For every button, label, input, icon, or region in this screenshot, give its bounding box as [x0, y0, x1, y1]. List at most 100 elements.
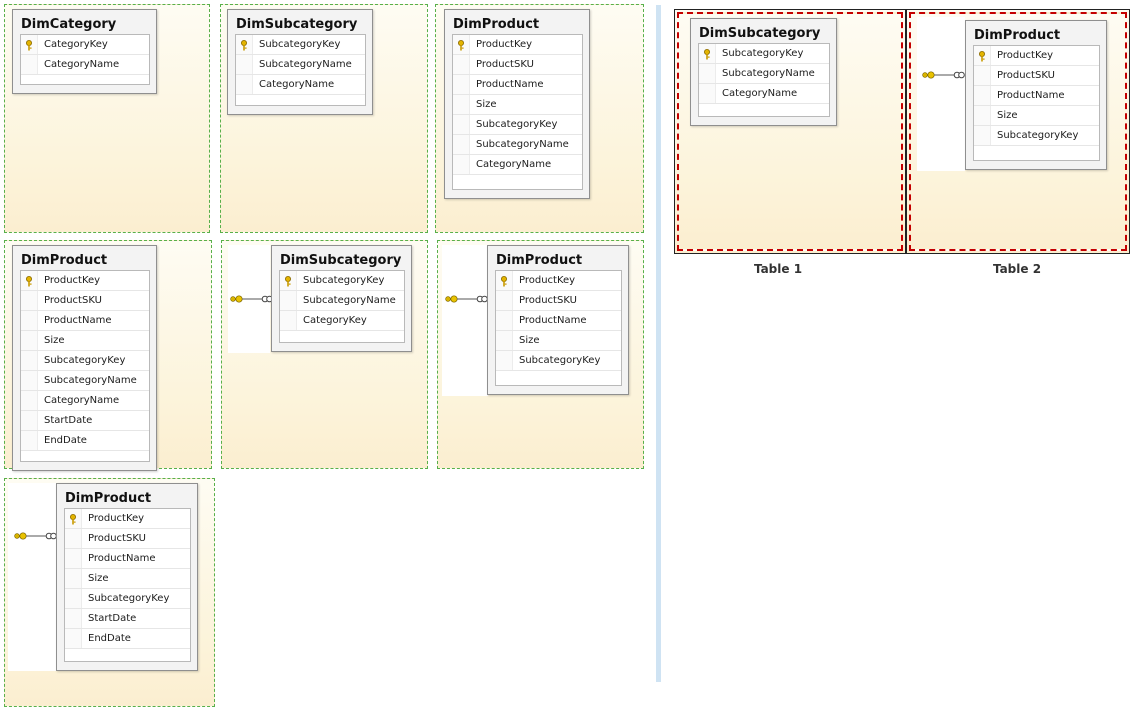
field-row[interactable]: SubcategoryKey: [974, 126, 1099, 146]
table-dimsubcategory[interactable]: DimSubcategory SubcategoryKey Subcategor…: [271, 245, 412, 352]
field-row[interactable]: ProductName: [453, 75, 582, 95]
field-row[interactable]: SubcategoryName: [453, 135, 582, 155]
field-row[interactable]: CategoryName: [236, 75, 365, 95]
field-row[interactable]: SubcategoryName: [699, 64, 829, 84]
field-row[interactable]: CategoryKey: [21, 35, 149, 55]
field-row[interactable]: ProductName: [65, 549, 190, 569]
field-list: ProductKey ProductSKU ProductName Size S…: [495, 270, 622, 386]
table-title: DimCategory: [21, 17, 117, 32]
caption-table-1: Table 1: [753, 262, 803, 276]
field-row[interactable]: ProductSKU: [496, 291, 621, 311]
field-row[interactable]: Size: [496, 331, 621, 351]
table-dimproduct[interactable]: DimProduct ProductKey ProductSKU Product…: [444, 9, 590, 199]
field-row[interactable]: ProductSKU: [65, 529, 190, 549]
field-row[interactable]: Size: [21, 331, 149, 351]
field-name: ProductSKU: [476, 59, 534, 70]
field-name: ProductSKU: [519, 295, 577, 306]
field-name: SubcategoryKey: [303, 275, 385, 286]
table-title: DimSubcategory: [280, 253, 402, 268]
field-name: CategoryName: [722, 88, 798, 99]
field-row[interactable]: SubcategoryKey: [453, 115, 582, 135]
field-row[interactable]: EndDate: [21, 431, 149, 451]
field-row[interactable]: SubcategoryName: [236, 55, 365, 75]
field-row[interactable]: CategoryName: [453, 155, 582, 175]
field-list: ProductKey ProductSKU ProductName Size S…: [64, 508, 191, 662]
field-row[interactable]: CategoryKey: [280, 311, 404, 331]
field-row[interactable]: Size: [65, 569, 190, 589]
field-list: ProductKey ProductSKU ProductName Size S…: [973, 45, 1100, 161]
field-name: ProductName: [519, 315, 587, 326]
field-row[interactable]: StartDate: [21, 411, 149, 431]
field-name: SubcategoryKey: [476, 119, 558, 130]
field-row[interactable]: CategoryName: [699, 84, 829, 104]
canvas-blank: [917, 17, 965, 171]
field-name: EndDate: [44, 435, 87, 446]
field-name: CategoryKey: [303, 315, 367, 326]
field-row[interactable]: SubcategoryKey: [236, 35, 365, 55]
field-row[interactable]: ProductKey: [65, 509, 190, 529]
table-dimproduct[interactable]: DimProduct ProductKey ProductSKU Product…: [965, 20, 1107, 170]
field-row[interactable]: SubcategoryName: [280, 291, 404, 311]
relationship-connector-icon: [445, 295, 488, 303]
primary-key-icon: [979, 51, 985, 62]
table-title: DimSubcategory: [236, 17, 358, 32]
field-name: SubcategoryKey: [88, 593, 170, 604]
field-name: SubcategoryName: [259, 59, 352, 70]
field-row[interactable]: SubcategoryKey: [496, 351, 621, 371]
field-name: ProductName: [44, 315, 112, 326]
field-name: Size: [476, 99, 497, 110]
field-name: Size: [44, 335, 65, 346]
field-list: CategoryKey CategoryName: [20, 34, 150, 85]
field-row[interactable]: SubcategoryKey: [65, 589, 190, 609]
primary-key-icon: [26, 276, 32, 287]
field-row[interactable]: ProductKey: [496, 271, 621, 291]
table-title: DimProduct: [453, 17, 540, 32]
field-name: SubcategoryName: [722, 68, 815, 79]
field-row[interactable]: SubcategoryName: [21, 371, 149, 391]
field-name: ProductName: [997, 90, 1065, 101]
table-dimproduct[interactable]: DimProduct ProductKey ProductSKU Product…: [12, 245, 157, 471]
field-row[interactable]: SubcategoryKey: [21, 351, 149, 371]
field-row[interactable]: ProductName: [21, 311, 149, 331]
field-row[interactable]: EndDate: [65, 629, 190, 649]
field-name: CategoryKey: [44, 39, 108, 50]
field-list: ProductKey ProductSKU ProductName Size S…: [20, 270, 150, 462]
field-row[interactable]: ProductSKU: [453, 55, 582, 75]
field-row[interactable]: CategoryName: [21, 55, 149, 75]
field-row[interactable]: Size: [974, 106, 1099, 126]
table-title: DimProduct: [496, 253, 583, 268]
field-name: SubcategoryKey: [997, 130, 1079, 141]
field-list: SubcategoryKey SubcategoryName CategoryN…: [235, 34, 366, 106]
field-row[interactable]: CategoryName: [21, 391, 149, 411]
field-name: CategoryName: [44, 395, 120, 406]
table-dimsubcategory[interactable]: DimSubcategory SubcategoryKey Subcategor…: [227, 9, 373, 115]
field-name: ProductSKU: [44, 295, 102, 306]
field-row[interactable]: ProductName: [496, 311, 621, 331]
field-row[interactable]: ProductKey: [974, 46, 1099, 66]
field-row[interactable]: StartDate: [65, 609, 190, 629]
field-row[interactable]: ProductName: [974, 86, 1099, 106]
primary-key-icon: [458, 40, 464, 51]
field-row[interactable]: ProductSKU: [21, 291, 149, 311]
field-name: ProductName: [476, 79, 544, 90]
table-dimcategory[interactable]: DimCategory CategoryKey CategoryName: [12, 9, 157, 94]
field-row[interactable]: ProductSKU: [974, 66, 1099, 86]
field-list: SubcategoryKey SubcategoryName CategoryK…: [279, 270, 405, 343]
field-name: CategoryName: [44, 59, 120, 70]
field-row[interactable]: Size: [453, 95, 582, 115]
primary-key-icon: [704, 49, 710, 60]
field-row[interactable]: ProductKey: [453, 35, 582, 55]
field-name: ProductKey: [88, 513, 145, 524]
field-name: SubcategoryName: [44, 375, 137, 386]
table-dimproduct[interactable]: DimProduct ProductKey ProductSKU Product…: [56, 483, 198, 671]
table-dimproduct[interactable]: DimProduct ProductKey ProductSKU Product…: [487, 245, 629, 395]
field-row[interactable]: SubcategoryKey: [699, 44, 829, 64]
field-name: SubcategoryKey: [519, 355, 601, 366]
field-name: EndDate: [88, 633, 131, 644]
field-name: Size: [88, 573, 109, 584]
table-dimsubcategory[interactable]: DimSubcategory SubcategoryKey Subcategor…: [690, 18, 837, 126]
primary-key-icon: [241, 40, 247, 51]
field-row[interactable]: SubcategoryKey: [280, 271, 404, 291]
field-row[interactable]: ProductKey: [21, 271, 149, 291]
relationship-connector-icon: [922, 71, 965, 79]
